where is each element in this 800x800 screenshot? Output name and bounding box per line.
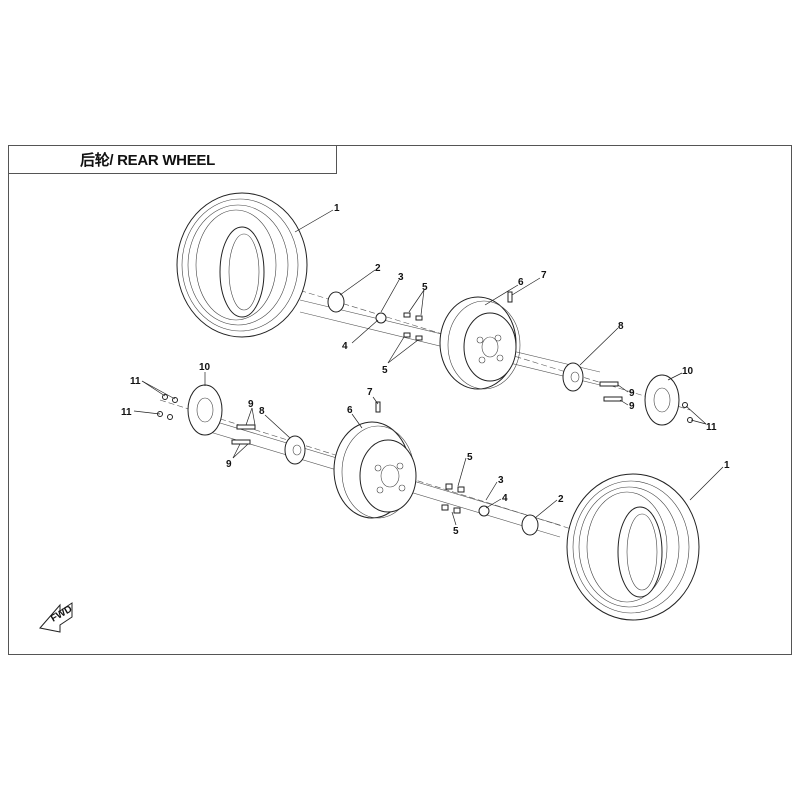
brake-disc-right[interactable]	[644, 374, 680, 426]
callout-rim: 6	[518, 277, 524, 288]
callout-nut: 4	[342, 341, 348, 352]
callout-pin: 3	[398, 272, 404, 283]
callout-tire: 1	[724, 460, 730, 471]
callout-screw: 11	[130, 376, 141, 387]
callout-screw: 11	[706, 422, 717, 433]
callout-rim: 6	[347, 405, 353, 416]
callout-hub: 8	[259, 406, 265, 417]
tire-bottom-right[interactable]	[566, 473, 700, 621]
page-title: 后轮/ REAR WHEEL	[80, 152, 215, 169]
title-box: 后轮/ REAR WHEEL	[8, 145, 337, 174]
callout-nut: 4	[502, 493, 508, 504]
callout-hub-cap: 2	[558, 494, 564, 505]
callout-brake-disc: 10	[199, 362, 211, 373]
tire-top-left[interactable]	[176, 192, 308, 338]
hub-cap-bottom[interactable]	[521, 514, 539, 536]
nut-bottom[interactable]	[478, 505, 490, 517]
brake-disc-left[interactable]	[187, 384, 223, 436]
hub-cap-top[interactable]	[327, 291, 345, 313]
callout-bolt: 9	[629, 388, 635, 399]
callout-bolt: 9	[226, 459, 232, 470]
hub-left[interactable]	[284, 435, 306, 465]
fwd-arrow-icon: FWD	[39, 602, 74, 633]
callout-bolt: 9	[248, 399, 254, 410]
callout-lug-nut: 5	[422, 282, 428, 293]
rim-middle[interactable]	[333, 421, 417, 519]
callout-lug-nut: 5	[382, 365, 388, 376]
nut-top[interactable]	[375, 312, 387, 324]
hub-right[interactable]	[562, 362, 584, 392]
callout-tire: 1	[334, 203, 340, 214]
diagram-frame	[8, 145, 792, 655]
leader-lines	[133, 209, 724, 526]
callout-lug-nut: 5	[467, 452, 473, 463]
callout-screw: 11	[121, 407, 132, 418]
callout-bolt: 9	[629, 401, 635, 412]
callout-labels: 1 2 3 4 5 5 6 7 8 10 9 9 11 11 11 10 9 9…	[121, 203, 730, 537]
rim-top[interactable]	[439, 296, 521, 390]
callout-valve: 7	[541, 270, 547, 281]
callout-brake-disc: 10	[682, 366, 694, 377]
callout-valve: 7	[367, 387, 373, 398]
callout-hub-cap: 2	[375, 263, 381, 274]
callout-lug-nut: 5	[453, 526, 459, 537]
callout-pin: 3	[498, 475, 504, 486]
callout-hub: 8	[618, 321, 624, 332]
